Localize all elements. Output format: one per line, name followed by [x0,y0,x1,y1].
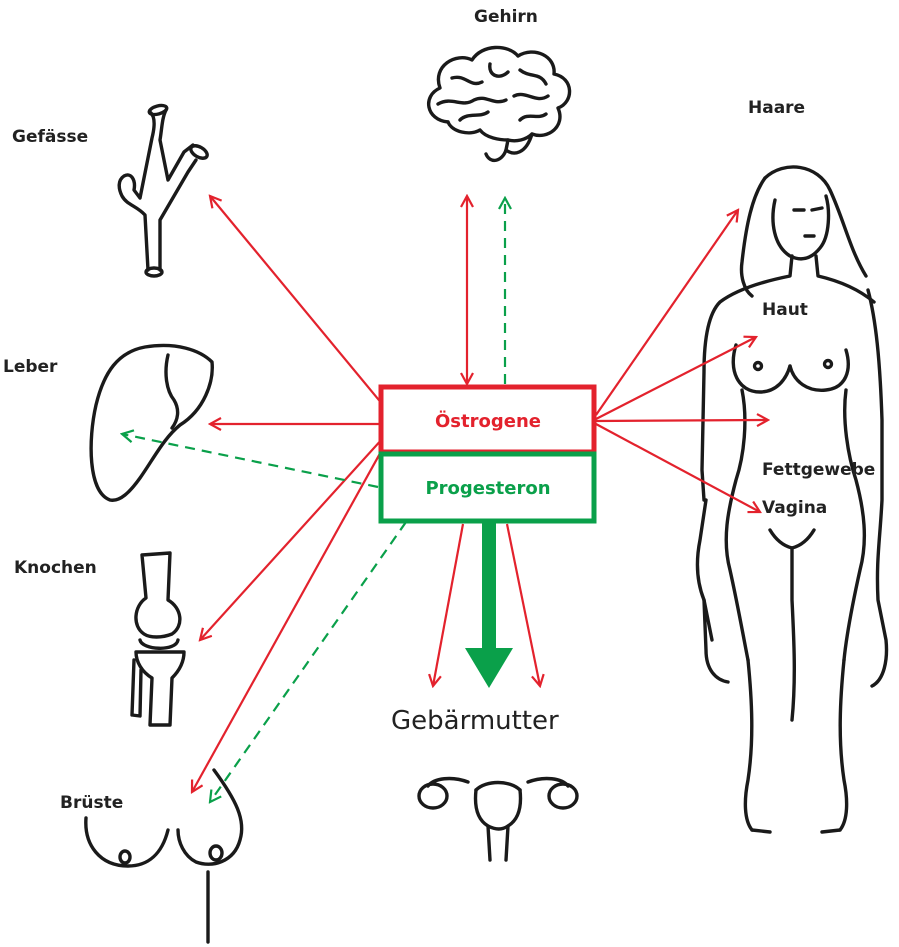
arrow-estrogen-uterus-left [433,524,463,686]
arrow-estrogen-uterus-right [507,524,540,686]
arrow-estrogen-vagina [596,424,760,512]
label-breasts: Brüste [60,793,123,813]
label-liver: Leber [3,357,58,377]
label-uterus: Gebärmutter [391,706,559,736]
arrow-estrogen-hair [596,210,738,415]
blood-vessel-icon [119,104,209,276]
arrow-estrogen-breasts [192,448,383,792]
arrow-estrogen-fat [596,420,768,421]
brain-icon [429,47,570,160]
estrogen-label: Östrogene [435,410,541,432]
label-hair: Haare [748,98,805,118]
liver-icon [91,345,212,500]
uterus-icon [419,779,577,860]
arrow-progesterone-breasts [210,522,406,802]
arrow-progesterone-uterus [465,522,513,688]
arrow-estrogen-skin [596,337,756,419]
label-vagina: Vagina [762,498,827,518]
progesterone-label: Progesteron [425,478,550,499]
label-skin: Haut [762,300,808,320]
label-vessels: Gefässe [12,127,88,147]
arrow-estrogen-vessels [210,196,383,405]
arrow-progesterone-liver [122,434,378,487]
knee-bone-icon [132,553,184,725]
label-brain: Gehirn [474,7,538,27]
label-fat: Fettgewebe [762,460,875,480]
hormone-box: Östrogene Progesteron [381,387,594,521]
label-bones: Knochen [14,558,97,578]
